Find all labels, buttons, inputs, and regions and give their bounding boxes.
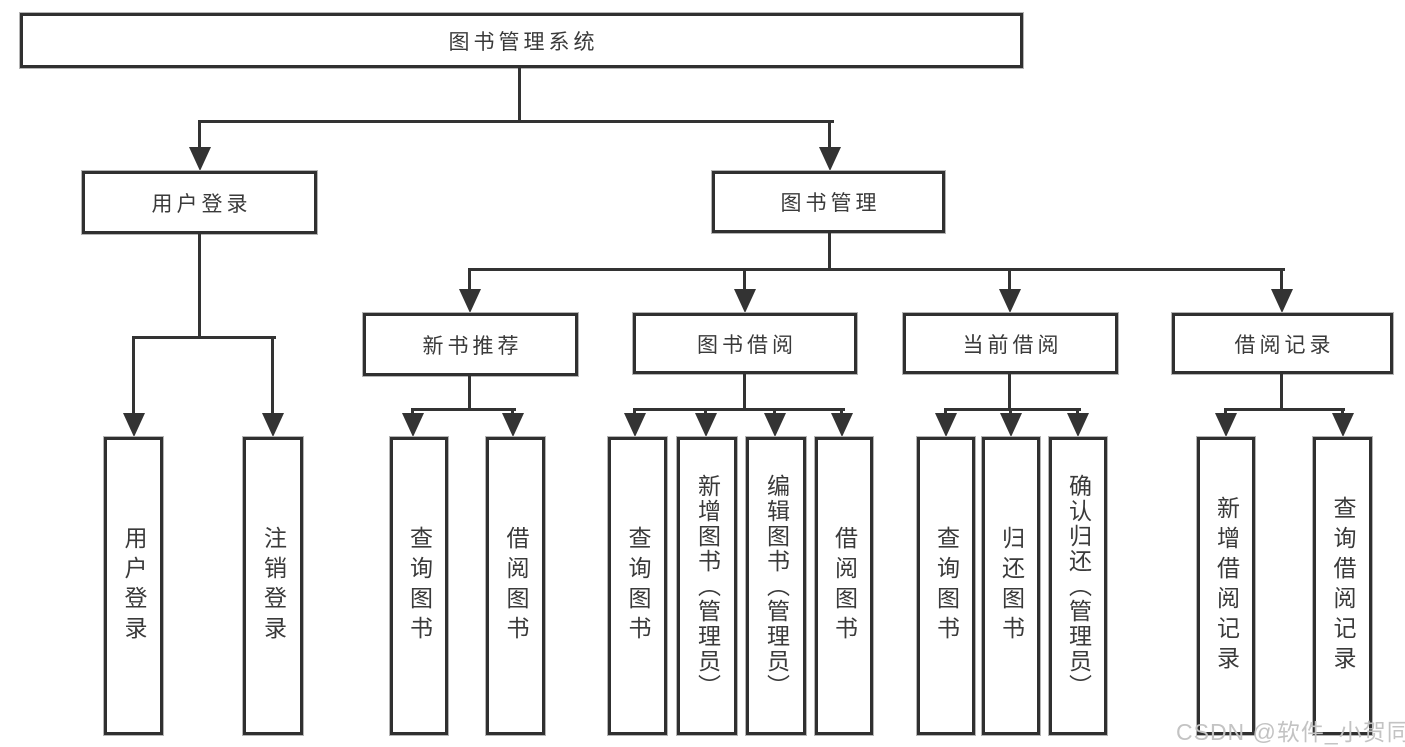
- leaf-add-borrow-record: 新增借阅记录: [1197, 437, 1255, 735]
- leaf-borrow-books-recommend: 借阅图书: [486, 437, 545, 735]
- arrowhead-down-icon: [1067, 413, 1089, 437]
- connector-line: [411, 408, 516, 411]
- leaf-add-book-admin: 新增图书（管理员）: [677, 437, 737, 735]
- leaf-return-books: 归还图书: [982, 437, 1040, 735]
- node-user-login: 用户登录: [82, 171, 317, 234]
- arrowhead-down-icon: [123, 413, 145, 437]
- connector-line: [633, 408, 845, 411]
- connector-line: [198, 120, 201, 150]
- node-borrow-records: 借阅记录: [1172, 313, 1393, 374]
- node-library-system: 图书管理系统: [20, 13, 1023, 68]
- connector-line: [1280, 268, 1283, 293]
- arrowhead-down-icon: [459, 289, 481, 313]
- connector-line: [468, 376, 471, 411]
- arrowhead-down-icon: [935, 413, 957, 437]
- leaf-query-books-borrow: 查询图书: [608, 437, 667, 735]
- connector-line: [944, 408, 1081, 411]
- arrowhead-down-icon: [189, 147, 211, 171]
- arrowhead-down-icon: [624, 413, 646, 437]
- connector-line: [198, 234, 201, 339]
- connector-line: [743, 268, 746, 293]
- connector-line: [1008, 268, 1011, 293]
- connector-line: [132, 336, 135, 416]
- arrowhead-down-icon: [1215, 413, 1237, 437]
- connector-line: [468, 268, 471, 293]
- node-book-borrow: 图书借阅: [633, 313, 857, 374]
- node-book-management: 图书管理: [712, 171, 945, 233]
- connector-line: [743, 373, 746, 411]
- arrowhead-down-icon: [831, 413, 853, 437]
- arrowhead-down-icon: [402, 413, 424, 437]
- arrowhead-down-icon: [1000, 413, 1022, 437]
- arrowhead-down-icon: [819, 147, 841, 171]
- arrowhead-down-icon: [764, 413, 786, 437]
- arrowhead-down-icon: [262, 413, 284, 437]
- connector-line: [271, 336, 274, 416]
- arrowhead-down-icon: [999, 289, 1021, 313]
- leaf-borrow-books-borrow: 借阅图书: [815, 437, 873, 735]
- leaf-logout: 注销登录: [243, 437, 303, 735]
- connector-line: [198, 120, 834, 123]
- connector-line: [468, 268, 1285, 271]
- leaf-query-books-current: 查询图书: [917, 437, 975, 735]
- leaf-query-borrow-record: 查询借阅记录: [1313, 437, 1372, 735]
- arrowhead-down-icon: [1271, 289, 1293, 313]
- node-current-borrow: 当前借阅: [903, 313, 1118, 374]
- leaf-confirm-return-admin: 确认归还（管理员）: [1049, 437, 1107, 735]
- arrowhead-down-icon: [502, 413, 524, 437]
- leaf-query-books-recommend: 查询图书: [390, 437, 448, 735]
- arrowhead-down-icon: [734, 289, 756, 313]
- connector-line: [828, 120, 831, 150]
- connector-line: [828, 233, 831, 271]
- csdn-watermark: CSDN @软件_小贺同学: [1176, 719, 1405, 745]
- connector-line: [132, 336, 276, 339]
- connector-line: [1224, 408, 1345, 411]
- node-new-book-recommend: 新书推荐: [363, 313, 578, 376]
- arrowhead-down-icon: [695, 413, 717, 437]
- leaf-user-login: 用户登录: [104, 437, 163, 735]
- leaf-edit-book-admin: 编辑图书（管理员）: [746, 437, 806, 735]
- connector-line: [1280, 373, 1283, 411]
- connector-line: [518, 68, 521, 123]
- connector-line: [1008, 373, 1011, 411]
- arrowhead-down-icon: [1332, 413, 1354, 437]
